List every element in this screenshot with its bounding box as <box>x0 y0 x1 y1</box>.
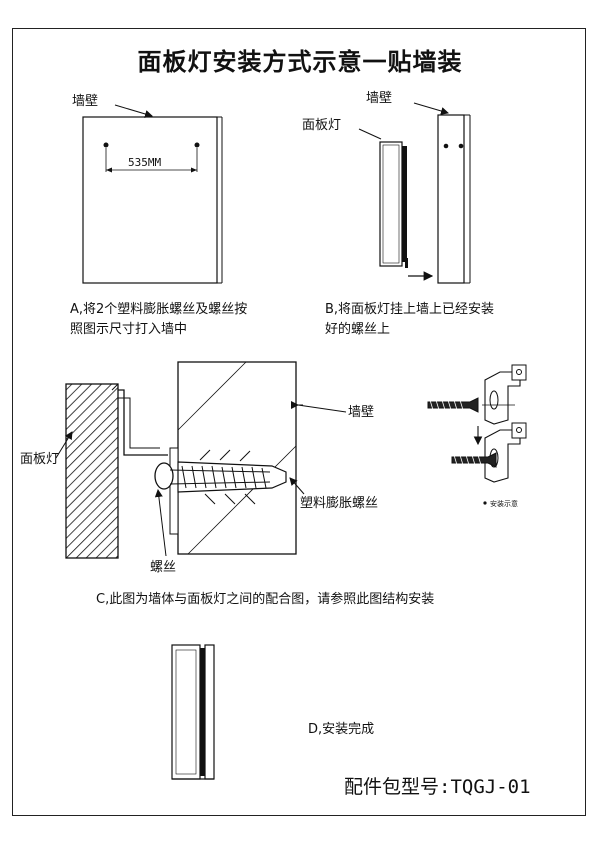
step-c-section-drawing <box>55 361 347 559</box>
step-a-line1: A,将2个塑料膨胀螺丝及螺丝按 <box>70 302 248 317</box>
wall-label-a: 墙壁 <box>72 94 99 109</box>
hole-left <box>103 142 109 148</box>
step-b-drawing <box>358 102 471 284</box>
dimension-label: 535MM <box>128 156 162 169</box>
page-border <box>12 28 586 816</box>
install-hint-label: 安装示意 <box>490 500 518 508</box>
page-title: 面板灯安装方式示意一贴墙装 <box>137 48 463 76</box>
step-d-caption: D,安装完成 <box>308 722 375 737</box>
panel-label-c: 面板灯 <box>20 452 60 467</box>
step-b-line2: 好的螺丝上 <box>325 322 391 337</box>
step-b-line1: B,将面板灯挂上墙上已经安装 <box>325 302 495 317</box>
panel-label-b: 面板灯 <box>302 118 342 133</box>
screw-label: 螺丝 <box>150 560 177 575</box>
hole-right <box>194 142 200 148</box>
step-b-caption: B,将面板灯挂上墙上已经安装 好的螺丝上 <box>325 300 494 340</box>
step-a-line2: 照图示尺寸打入墙中 <box>70 322 188 337</box>
bracket-detail-drawing <box>427 364 527 505</box>
step-a-caption: A,将2个塑料膨胀螺丝及螺丝按 照图示尺寸打入墙中 <box>70 300 247 340</box>
anchor-label: 塑料膨胀螺丝 <box>300 496 379 511</box>
wall-label-b: 墙壁 <box>366 91 393 106</box>
model-number: 配件包型号:TQGJ-01 <box>344 776 531 798</box>
step-c-caption: C,此图为墙体与面板灯之间的配合图，请参照此图结构安装 <box>96 592 435 607</box>
wall-label-c: 墙壁 <box>348 405 375 420</box>
step-d-drawing <box>171 644 215 780</box>
step-a-wall-drawing <box>82 104 223 284</box>
